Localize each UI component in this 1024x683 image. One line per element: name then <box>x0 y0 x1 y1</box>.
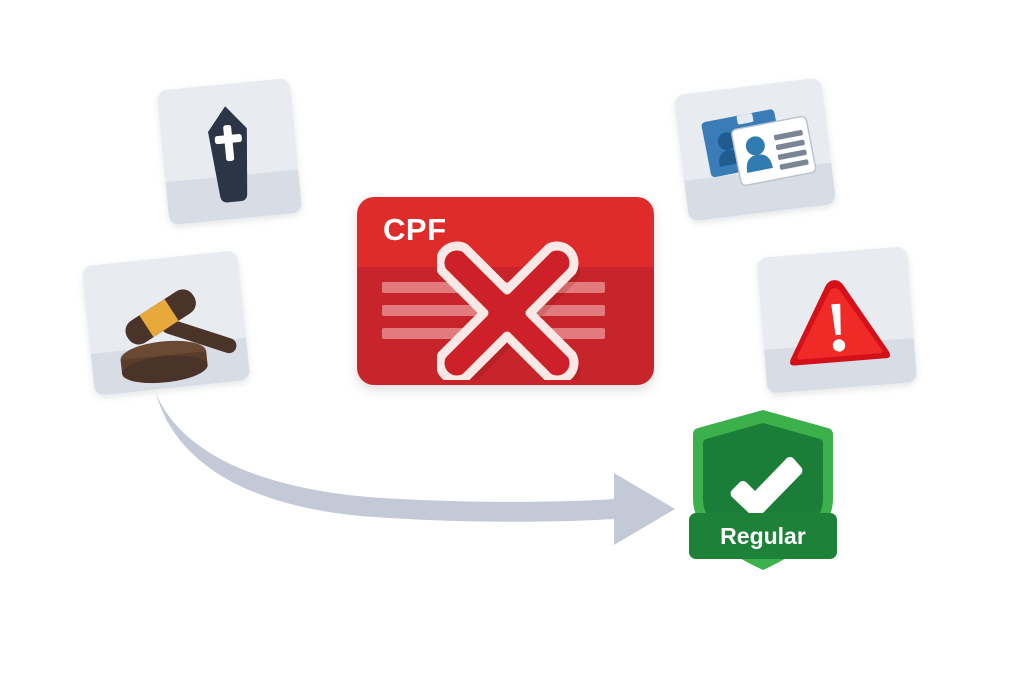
coffin-icon <box>208 106 248 203</box>
issue-tile-warning[interactable] <box>756 246 918 394</box>
id-card-icon <box>701 109 817 187</box>
status-badge-ribbon: Regular <box>689 513 837 559</box>
cpf-card[interactable]: CPF <box>357 197 654 385</box>
warning-triangle-icon <box>790 280 891 366</box>
issue-tile-gavel[interactable] <box>81 250 251 396</box>
x-mark-icon <box>437 241 581 380</box>
gavel-icon <box>120 289 237 384</box>
issue-tile-idcard[interactable] <box>673 77 837 222</box>
card-top-band <box>357 197 654 267</box>
cpf-label: CPF <box>383 212 447 247</box>
issue-tile-coffin[interactable] <box>156 77 303 226</box>
curved-arrow-right-icon <box>156 393 675 545</box>
status-badge-label: Regular <box>720 522 806 549</box>
shield-badge[interactable]: Regular <box>683 407 843 585</box>
